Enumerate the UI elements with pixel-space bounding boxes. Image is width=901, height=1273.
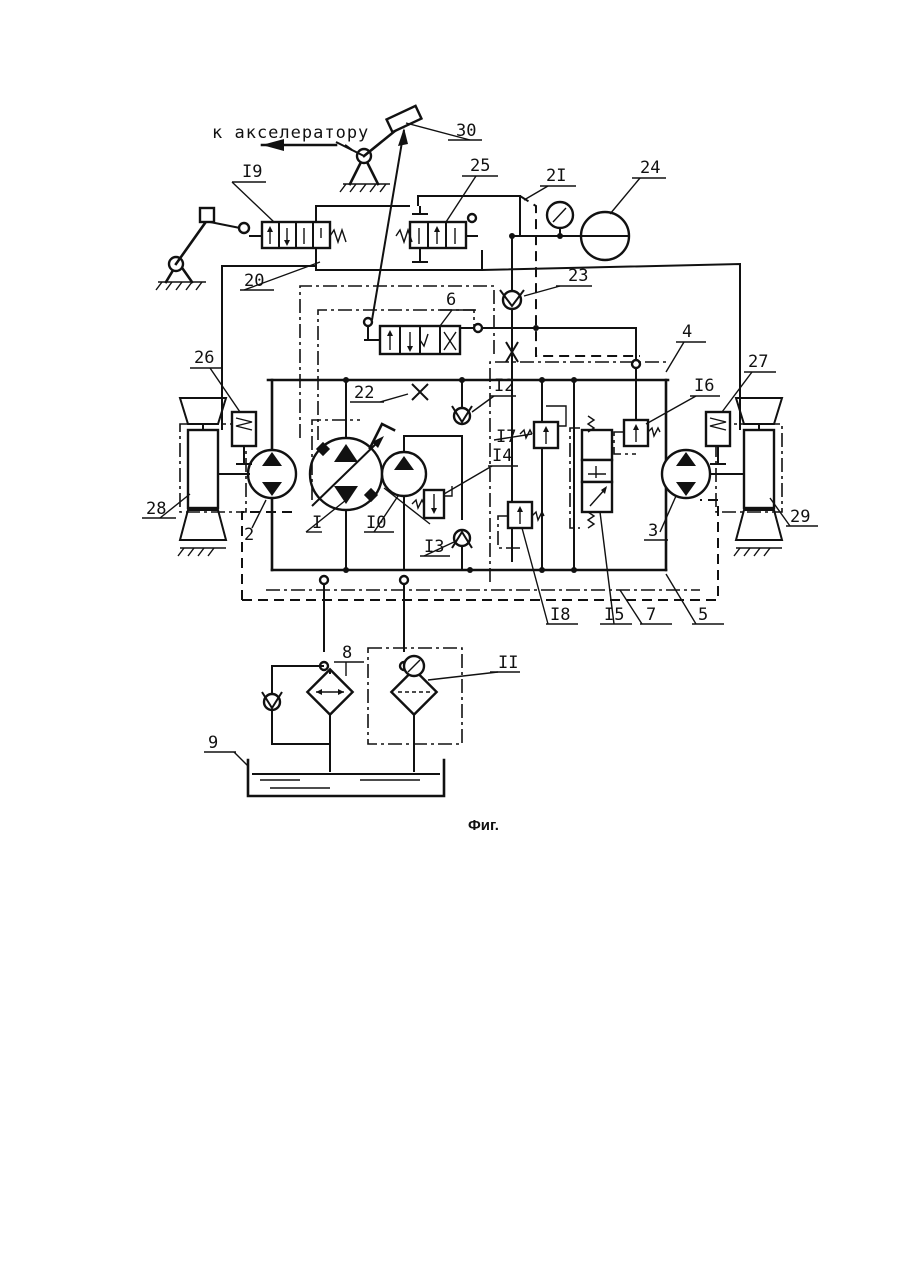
filter-11 [368,648,462,772]
label-21: 2I [546,166,566,186]
accumulator-24 [581,212,629,260]
valve-16 [614,420,660,454]
valve-19 [249,222,346,248]
label-25: 25 [470,156,490,176]
check-valve-filter-bypass [262,692,282,710]
figure-caption: Фиг. [468,817,499,834]
label-4: 4 [682,322,692,342]
pump-1 [310,436,384,510]
line-19-25 [316,206,410,222]
valve-15 [570,416,612,528]
top-right-line [482,264,740,430]
label-11: II [498,653,518,673]
brake-cylinder-27 [706,412,730,464]
label-9: 9 [208,733,218,753]
label-20: 20 [244,271,264,291]
check-valve-12 [452,406,472,424]
label-18: I8 [550,605,570,625]
label-26: 26 [194,348,214,368]
valve-18 [498,502,544,548]
brake-cylinder-26 [232,412,256,464]
label-27: 27 [748,352,768,372]
label-14: I4 [492,446,512,466]
label-3: 3 [648,521,658,541]
label-28: 28 [146,499,166,519]
label-13: I3 [424,537,444,557]
label-12: I2 [494,376,514,396]
label-30: 30 [456,121,476,141]
accelerator-pedal-30 [336,106,421,192]
label-5: 5 [698,605,708,625]
label-29: 29 [790,507,810,527]
motor-3 [662,450,710,498]
motor-2 [248,450,296,498]
label-24: 24 [640,158,660,178]
throttle-22 [412,384,428,400]
label-1: I [312,513,322,533]
label-8: 8 [342,643,352,663]
label-2: 2 [244,525,254,545]
line-20 [316,248,482,270]
pump-10 [382,452,426,496]
label-17: I7 [496,427,516,447]
check-valve-13 [452,530,472,548]
swash-link [370,424,394,448]
label-7: 7 [646,605,656,625]
label-22: 22 [354,383,374,403]
check-valve-23 [500,290,524,309]
label-6: 6 [446,290,456,310]
label-15: I5 [604,605,624,625]
label-19: I9 [242,162,262,182]
pedal-rod [372,130,404,320]
valve-6 [364,318,460,354]
label-10: I0 [366,513,386,533]
valve-25 [396,206,478,262]
filter-8 [307,669,352,772]
hand-lever [156,208,249,290]
label-23: 23 [568,266,588,286]
accelerator-arrow-text: к акселератору [212,123,369,143]
label-16: I6 [694,376,714,396]
